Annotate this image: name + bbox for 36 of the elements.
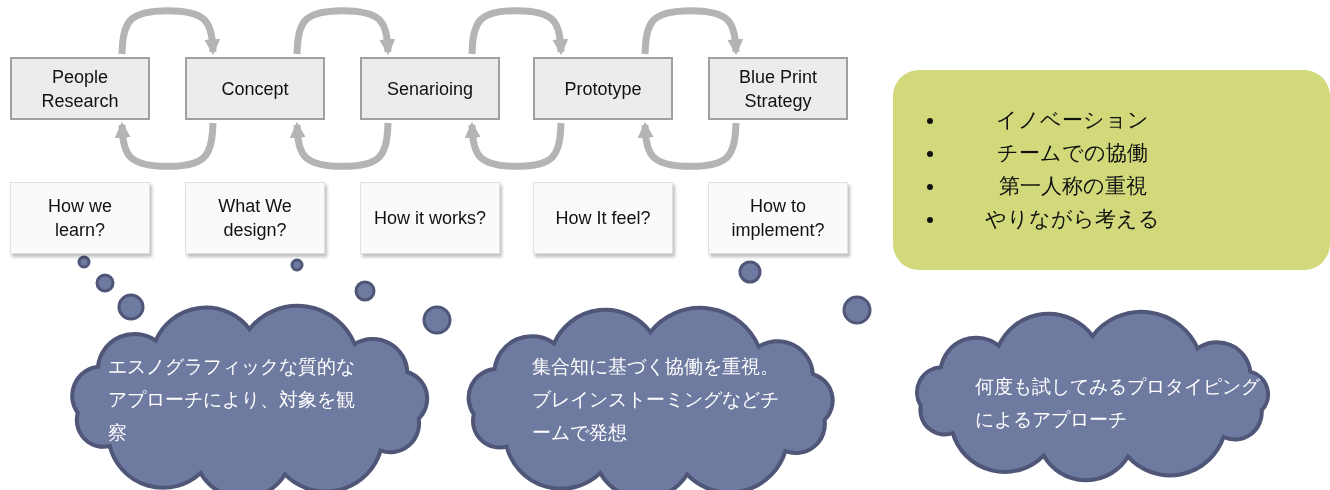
- box-label: How It feel?: [554, 207, 652, 230]
- curved-arrow: [637, 121, 740, 170]
- curved-arrow: [114, 121, 217, 170]
- box-label: How we learn?: [47, 195, 113, 242]
- box-label: How to implement?: [730, 195, 826, 242]
- box-label: Senarioing: [385, 77, 475, 101]
- box-label: People Research: [40, 65, 120, 113]
- box-label: What We design?: [217, 195, 293, 242]
- question-box: [10, 182, 150, 254]
- question-box: [533, 182, 673, 254]
- cloud-text: 何度も試してみるプロタイピングによるアプローチ: [975, 374, 1261, 432]
- box-label: How it works?: [373, 207, 487, 230]
- box-label: Blue Print Strategy: [737, 65, 818, 113]
- note-panel: [893, 70, 1330, 270]
- curved-arrow: [464, 121, 565, 170]
- process-box: [533, 57, 673, 120]
- question-box: [708, 182, 848, 254]
- process-box: [10, 57, 150, 120]
- bullet-item: 第一人称の重視: [927, 170, 1160, 203]
- process-box: [708, 57, 848, 120]
- question-box: [360, 182, 500, 254]
- bullet-item: チームでの協働: [927, 137, 1160, 170]
- curved-arrow: [293, 7, 396, 56]
- curved-arrow: [289, 121, 392, 170]
- cloud-text: エスノグラフィックな質的なアプローチにより、対象を観察: [108, 354, 356, 445]
- box-label: Prototype: [563, 77, 643, 101]
- curved-arrow: [118, 7, 221, 56]
- bullet-item: やりながら考える: [927, 203, 1160, 236]
- question-box: [185, 182, 325, 254]
- box-label: Concept: [220, 77, 290, 101]
- cloud-text: 集合知に基づく協働を重視。ブレインストーミングなどチームで発想: [532, 354, 780, 445]
- bullet-item: イノベーション: [927, 104, 1160, 137]
- curved-arrow: [468, 7, 569, 56]
- curved-arrow: [641, 7, 744, 56]
- process-box: [360, 57, 500, 120]
- process-box: [185, 57, 325, 120]
